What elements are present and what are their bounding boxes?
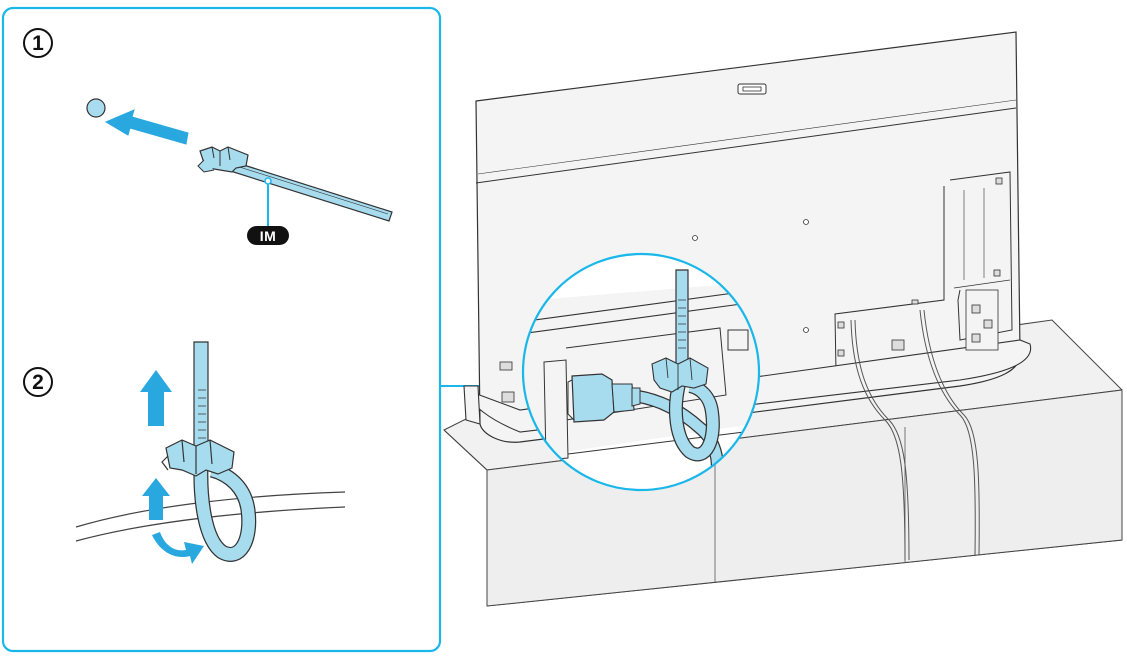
arrow-left-icon [104, 109, 189, 145]
tv-mounting-holes [692, 219, 809, 333]
im-callout: IM [247, 177, 289, 245]
step-2-badge: 2 [23, 367, 53, 397]
im-label: IM [260, 228, 277, 244]
step-1-badge: 1 [23, 28, 53, 58]
arrow-up-icon [140, 370, 172, 520]
step-2-number: 2 [32, 371, 44, 394]
rotate-arrow-icon [152, 532, 204, 564]
tv-ports [499, 177, 1003, 403]
cable-tie-step1 [197, 146, 393, 222]
cable-tie-step2 [161, 341, 257, 562]
mounting-hole [86, 98, 106, 118]
zoom-circle-border [521, 252, 761, 492]
tv-cables [850, 309, 980, 561]
zoom-detail [523, 254, 759, 490]
step-1-number: 1 [32, 32, 44, 55]
instruction-panel [1, 6, 442, 653]
